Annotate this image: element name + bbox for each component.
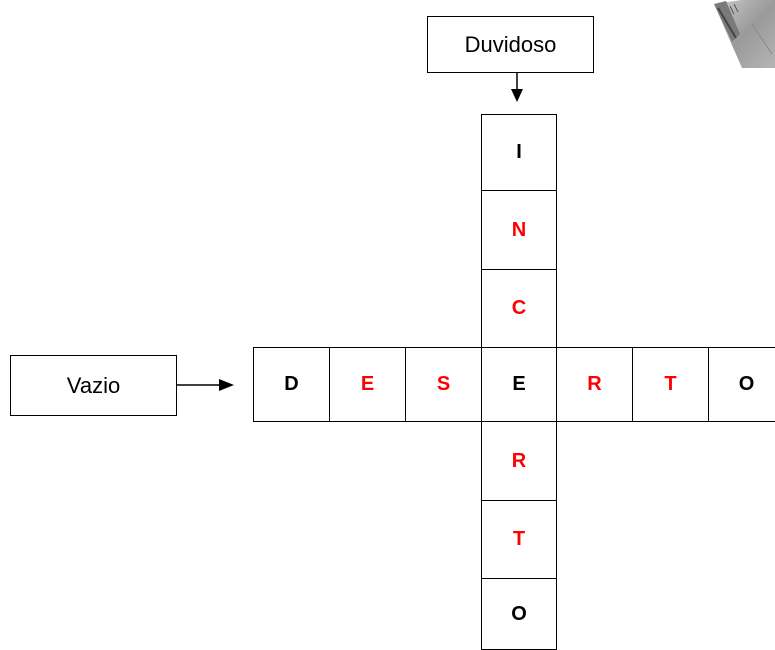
horizontal-letter-4: E xyxy=(512,373,526,395)
vertical-cell-7: O xyxy=(481,578,557,650)
vertical-letter-2: N xyxy=(511,218,527,241)
vertical-cell-3: C xyxy=(481,269,557,348)
horizontal-letter-5: R xyxy=(587,373,602,395)
vertical-letter-7: O xyxy=(511,602,527,625)
horizontal-cell-7: O xyxy=(708,347,775,422)
horizontal-cell-3: S xyxy=(405,347,482,422)
clue-across-label: Vazio xyxy=(66,372,121,398)
clue-down-label: Duvidoso xyxy=(464,31,557,57)
vertical-cell-2: N xyxy=(481,190,557,270)
vertical-cell-6: T xyxy=(481,500,557,579)
horizontal-letter-6: T xyxy=(664,373,677,395)
shared-cell: E xyxy=(481,347,557,422)
horizontal-letter-2: E xyxy=(360,373,375,395)
vertical-letter-3: C xyxy=(511,297,527,319)
horizontal-cell-6: T xyxy=(632,347,709,422)
horizontal-letter-3: S xyxy=(436,373,451,395)
horizontal-cell-5: R xyxy=(556,347,633,422)
horizontal-cell-1: D xyxy=(253,347,330,422)
horizontal-cell-2: E xyxy=(329,347,406,422)
clue-across-box: Vazio xyxy=(10,355,177,416)
gray-sketch-image xyxy=(714,0,775,68)
horizontal-letter-1: D xyxy=(284,373,299,395)
arrow-down-icon xyxy=(511,73,523,102)
clue-down-box: Duvidoso xyxy=(427,16,594,73)
horizontal-letter-7: O xyxy=(738,373,755,395)
arrow-right-icon xyxy=(177,379,234,391)
vertical-letter-6: T xyxy=(512,528,526,550)
vertical-cell-1: I xyxy=(481,114,557,191)
vertical-letter-5: R xyxy=(511,449,527,472)
vertical-cell-5: R xyxy=(481,421,557,501)
vertical-letter-1: I xyxy=(516,141,522,163)
